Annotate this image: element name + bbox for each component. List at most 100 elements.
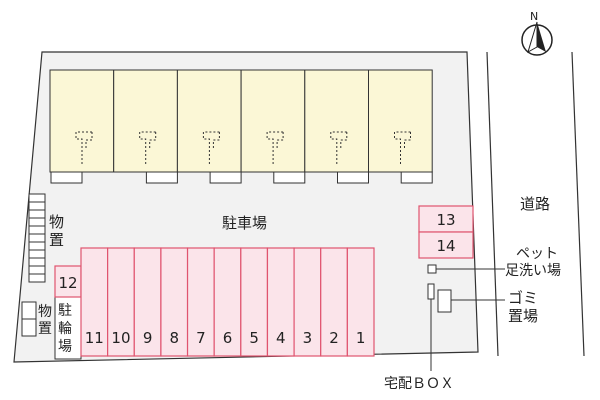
- parking-space-rect: [320, 247, 348, 357]
- road-edge-right: [571, 51, 585, 357]
- entrance-step: [50, 171, 83, 184]
- bicycle-parking-box: [54, 296, 82, 360]
- parking-space-9: 9: [133, 247, 162, 357]
- parking-space-label: 9: [143, 329, 153, 347]
- parking-space-label: 2: [329, 329, 339, 347]
- storage-cell: [28, 201, 46, 211]
- road-label: 道路: [520, 195, 550, 213]
- garbage-box: [437, 289, 452, 313]
- parking-space-14: [418, 231, 474, 259]
- storage-cell: [28, 249, 46, 259]
- parking-space-label: 11: [85, 329, 104, 347]
- parking-space-2: 2: [320, 247, 348, 357]
- parking-space-7: 7: [186, 247, 215, 357]
- entrance-step: [145, 171, 178, 184]
- pet-wash-label-line-2: 足洗い場: [505, 263, 561, 279]
- parking-space-rect: [346, 247, 375, 357]
- parking-space-4: 4: [266, 247, 295, 357]
- storage-cell: [28, 209, 46, 219]
- building-unit-body: [113, 69, 178, 173]
- parking-space-rect: [107, 247, 135, 357]
- entrance-step: [400, 171, 433, 184]
- bicycle-parking-char-2: 輪: [58, 320, 72, 337]
- parking-space-label: 8: [169, 329, 179, 347]
- building-unit: [240, 69, 306, 184]
- parking-space-14-label: 14: [436, 237, 455, 255]
- building-unit: [368, 69, 433, 184]
- garbage-label-line-1: ゴミ: [508, 289, 538, 307]
- parking-space-8: 8: [160, 247, 189, 357]
- building-unit: [304, 69, 369, 184]
- building-unit-body: [176, 69, 242, 173]
- compass: N: [521, 10, 553, 56]
- parking-area-label: 駐車場: [222, 214, 267, 232]
- road-edge-left: [486, 51, 499, 357]
- building-unit-body: [304, 69, 369, 173]
- entrance-step: [209, 171, 242, 184]
- storage-cell: [28, 193, 46, 203]
- storage-cell: [28, 257, 46, 267]
- parking-space-5: 5: [240, 247, 269, 357]
- parking-space-6: 6: [213, 247, 242, 357]
- parking-space-12-label: 12: [58, 274, 77, 292]
- parking-space-label: 4: [276, 329, 286, 347]
- stair-symbol: [139, 131, 157, 165]
- parking-space-1: 1: [346, 247, 375, 357]
- building-unit: [113, 69, 178, 184]
- parking-space-rect: [213, 247, 242, 357]
- compass-north-label: N: [530, 10, 538, 23]
- storage-cell: [28, 225, 46, 235]
- building-unit: [49, 69, 115, 184]
- delivery-box-shape: [427, 283, 435, 300]
- parking-space-3: 3: [293, 247, 322, 357]
- storage-left-char-1: 物: [49, 213, 64, 231]
- storage-left-char-2: 置: [49, 231, 64, 249]
- bicycle-parking-char-1: 駐: [58, 303, 72, 319]
- entrance-step: [337, 171, 369, 184]
- storage-bottom-char-1: 物: [38, 304, 52, 320]
- parking-space-rect: [240, 247, 269, 357]
- stair-symbol: [266, 131, 284, 165]
- parking-space-13: [418, 205, 474, 233]
- parking-space-label: 3: [303, 329, 313, 347]
- building-unit-body: [49, 69, 115, 173]
- delivery-box-label: 宅配ＢＯＸ: [384, 376, 454, 392]
- storage-cell: [28, 265, 46, 275]
- storage-stack-left: [28, 193, 46, 283]
- entrance-step: [273, 171, 306, 184]
- compass-needle: [537, 22, 546, 52]
- stair-symbol: [202, 131, 220, 165]
- garbage-label-line-2: 置場: [508, 307, 538, 325]
- parking-space-label: 7: [196, 329, 206, 347]
- building-unit-body: [240, 69, 306, 173]
- storage-cell: [28, 273, 46, 283]
- building-unit: [176, 69, 242, 184]
- stair-symbol: [330, 131, 348, 165]
- parking-space-label: 10: [111, 329, 130, 347]
- building-unit-body: [368, 69, 433, 173]
- storage-cell: [28, 233, 46, 243]
- storage-cell: [28, 241, 46, 251]
- stair-symbol: [75, 131, 93, 165]
- parking-space-rect: [266, 247, 295, 357]
- parking-space-label: 6: [223, 329, 233, 347]
- building-row: [49, 69, 433, 184]
- parking-space-label: 5: [249, 329, 259, 347]
- parking-space-12: [54, 265, 82, 298]
- pet-wash-box: [427, 264, 437, 274]
- parking-space-label: 1: [356, 329, 366, 347]
- parking-space-13-label: 13: [436, 211, 455, 229]
- stair-symbol: [394, 131, 411, 165]
- parking-space-10: 10: [107, 247, 135, 357]
- parking-space-rect: [80, 247, 109, 357]
- parking-space-rect: [133, 247, 162, 357]
- bicycle-parking-char-3: 場: [58, 339, 72, 355]
- compass-needle-light: [527, 21, 538, 54]
- storage-cell: [28, 217, 46, 227]
- parking-space-11: 11: [80, 247, 109, 357]
- storage-bottom-char-2: 置: [38, 321, 52, 337]
- parking-space-rect: [160, 247, 189, 357]
